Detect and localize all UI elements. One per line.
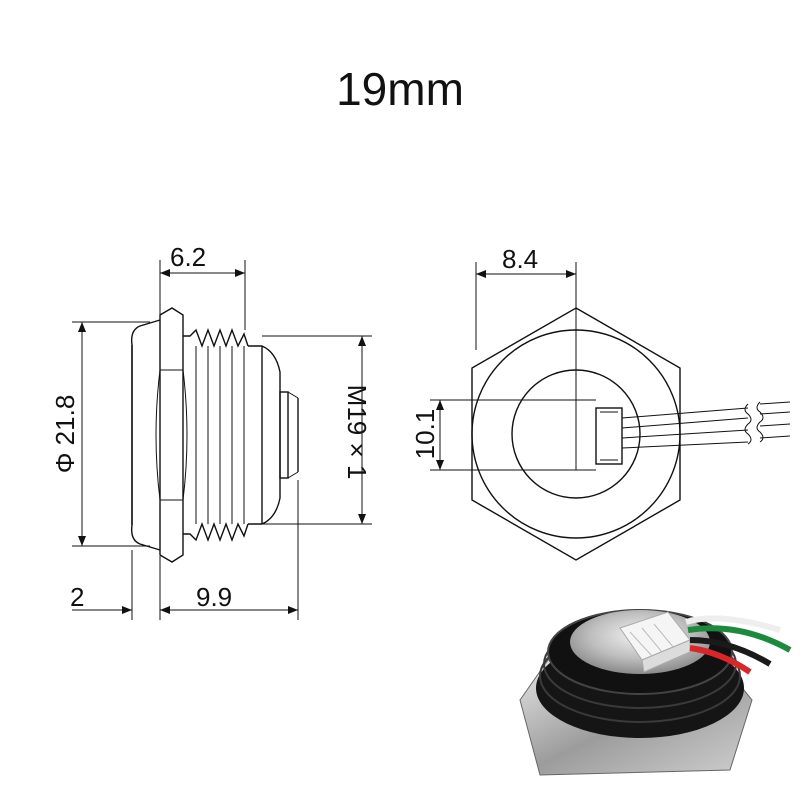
side-view: 6.2 Φ 21.8 M19 × 1 2 9.9 [50, 242, 372, 620]
dim-offset: 8.4 [502, 244, 538, 274]
wire-red [689, 645, 752, 675]
dim-flange: 2 [70, 582, 84, 612]
connector-stub [279, 391, 289, 479]
dim-thread: M19 × 1 [342, 385, 372, 480]
wire-black [689, 637, 772, 667]
wire-white [685, 615, 781, 633]
front-connector [595, 407, 623, 465]
thread-profile [183, 328, 249, 542]
rear-housing [248, 345, 281, 525]
wire-bundle [621, 401, 791, 449]
hex-outline [471, 307, 681, 561]
wire-green [687, 625, 792, 653]
product-photo [519, 609, 792, 776]
photo-connector [619, 611, 691, 673]
dim-diameter: Φ 21.8 [50, 395, 80, 474]
hex-nut-outline [159, 307, 184, 563]
front-view: 8.4 10.1 [410, 244, 791, 561]
dim-depth: 9.9 [196, 582, 232, 612]
page-title: 19mm [336, 63, 464, 115]
dim-height: 10.1 [410, 409, 440, 460]
dim-width-top: 6.2 [170, 242, 206, 272]
